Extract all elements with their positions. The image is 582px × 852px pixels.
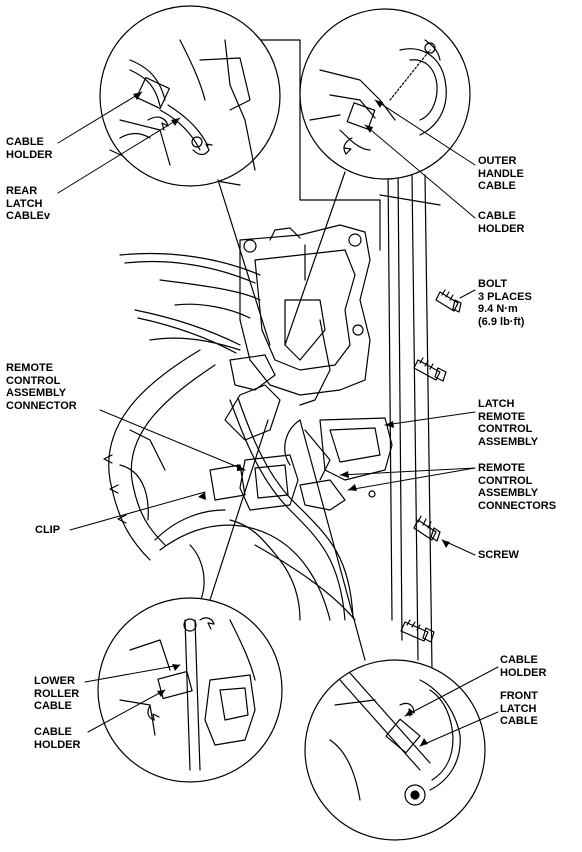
- arrowheads: [133, 92, 450, 746]
- latch-assembly: [119, 224, 393, 621]
- label-screw: SCREW: [478, 549, 519, 561]
- bolt-icon-bottom: [400, 619, 435, 643]
- label-cable-holder-bottom-left: CABLE HOLDER: [34, 726, 81, 751]
- detail-connectors: [209, 171, 366, 661]
- label-clip: CLIP: [35, 524, 61, 536]
- label-bolt: BOLT 3 PLACES 9.4 N·m (6.9 lb·ft): [478, 278, 532, 328]
- label-outer-handle-cable: OUTER HANDLE CABLE: [478, 155, 524, 192]
- label-cable-holder-bottom-right: CABLE HOLDER: [500, 654, 547, 679]
- detail-circle-top-right: [299, 8, 471, 180]
- door-panel: [103, 39, 441, 671]
- detail-circle-bottom-right: [304, 659, 486, 841]
- label-cable-holder-top-left: CABLE HOLDER: [6, 136, 53, 161]
- bolt-icon-top: [435, 289, 462, 313]
- bolt-icon-middle: [413, 357, 447, 382]
- label-remote-control-assembly-connectors: REMOTE CONTROL ASSEMBLY CONNECTORS: [478, 462, 557, 512]
- detail-circle-top-left: [99, 5, 281, 187]
- label-cable-holder-top-right: CABLE HOLDER: [478, 210, 525, 235]
- label-rear-latch-cable: REAR LATCH CABLEv: [6, 185, 51, 222]
- label-front-latch-cable: FRONT LATCH CABLE: [500, 690, 538, 727]
- label-remote-control-assembly-connector: REMOTE CONTROL ASSEMBLY CONNECTOR: [6, 362, 77, 412]
- detail-circle-bottom-left: [97, 597, 283, 783]
- leader-lines: [57, 91, 499, 747]
- screw-icon: [413, 515, 441, 542]
- label-latch-remote-control-assembly: LATCH REMOTE CONTROL ASSEMBLY: [478, 398, 539, 448]
- label-lower-roller-cable: LOWER ROLLER CABLE: [34, 675, 80, 712]
